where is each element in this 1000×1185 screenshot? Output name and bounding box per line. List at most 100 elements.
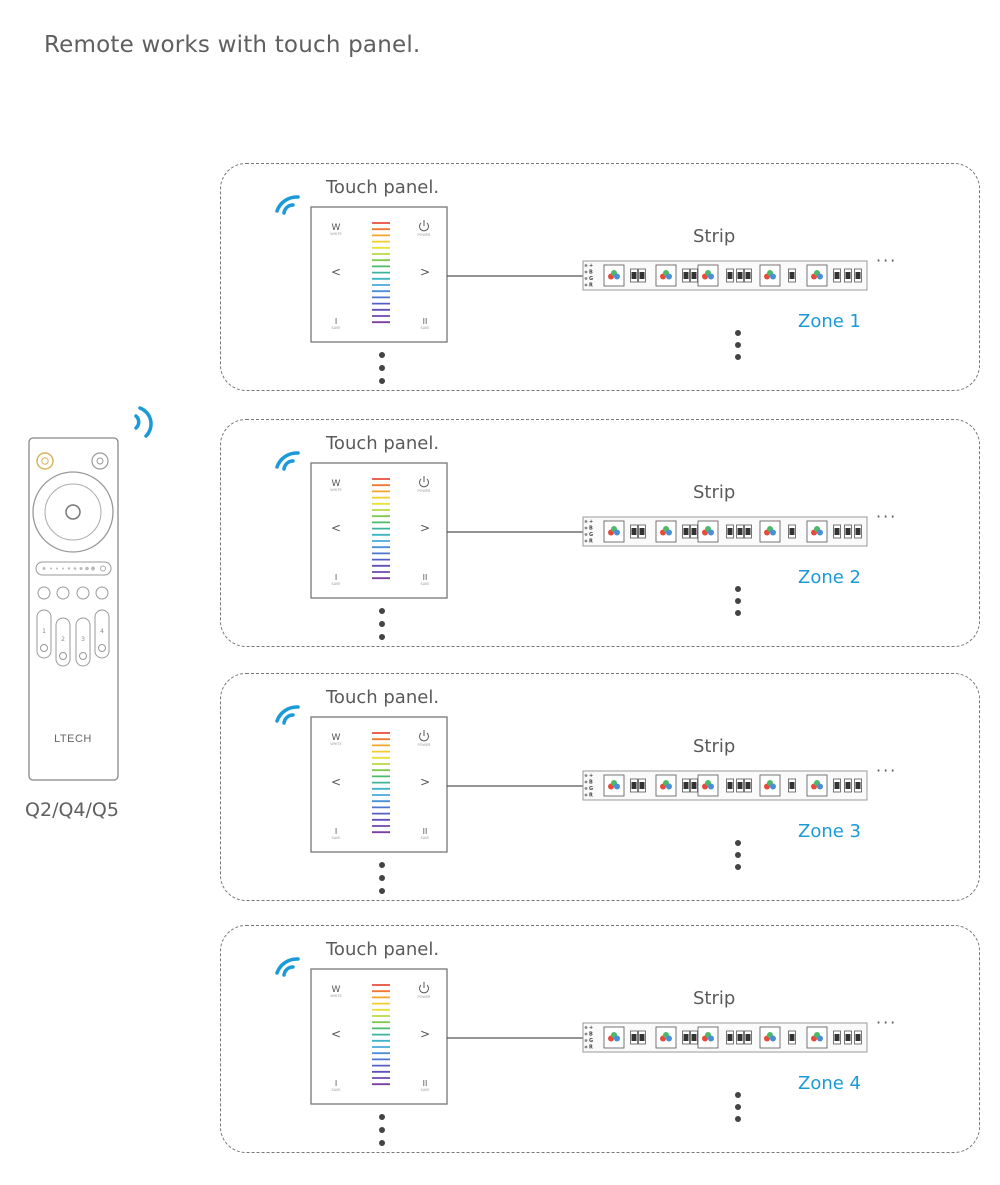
- svg-text:>: >: [420, 521, 430, 535]
- led-strip: +BGR: [582, 1022, 868, 1053]
- remote-brand: LTECH: [54, 733, 92, 745]
- zone-border: [220, 419, 980, 647]
- svg-text:>: >: [420, 265, 430, 279]
- brightness-slider: [35, 561, 112, 576]
- strip-pin-label: R: [589, 793, 593, 799]
- svg-text:WHITE: WHITE: [330, 488, 341, 492]
- svg-text:3: 3: [81, 636, 85, 643]
- wireless-signal-icon: [275, 195, 300, 215]
- svg-text:1: 1: [42, 628, 46, 635]
- strip-pin-label: +: [589, 773, 593, 779]
- strip-pin-label: +: [589, 1025, 593, 1031]
- svg-text:W: W: [332, 223, 341, 233]
- svg-text:POWER: POWER: [418, 995, 432, 999]
- svg-text:SAVE: SAVE: [331, 326, 340, 330]
- svg-text:I: I: [335, 827, 337, 836]
- touch-panel: W WHITE POWER < > I II SAVE SAVE: [310, 716, 448, 853]
- zone-box-4: W WHITE POWER < > I II SAVE SAVE: [220, 925, 980, 1153]
- more-panels-dots: [379, 352, 385, 384]
- mode-icon: [91, 452, 109, 470]
- zone-diagram: W WHITE POWER < > I II SAVE SAVE: [275, 705, 868, 894]
- svg-text:W: W: [332, 479, 341, 489]
- strip-label: Strip: [693, 226, 736, 247]
- strip-pin-label: R: [589, 539, 593, 545]
- svg-text:SAVE: SAVE: [420, 836, 429, 840]
- wireless-signal-icon: [275, 957, 300, 977]
- svg-text:W: W: [332, 733, 341, 743]
- svg-text:I: I: [335, 1079, 337, 1088]
- strip-continues-ellipsis: ···: [876, 1013, 898, 1032]
- zone-label: Zone 1: [798, 311, 861, 332]
- touch-panel-label: Touch panel.: [326, 177, 440, 198]
- page-heading: Remote works with touch panel.: [44, 32, 421, 58]
- more-strips-dots: [735, 330, 741, 360]
- svg-text:I: I: [335, 573, 337, 582]
- svg-text:SAVE: SAVE: [331, 582, 340, 586]
- strip-pin-label: B: [589, 1032, 593, 1038]
- strip-pin-label: B: [589, 780, 593, 786]
- strip-pin-label: B: [589, 526, 593, 532]
- strip-continues-ellipsis: ···: [876, 761, 898, 780]
- strip-pin-label: +: [589, 519, 593, 525]
- svg-text:>: >: [420, 1027, 430, 1041]
- remote-signal-icon: [134, 406, 153, 438]
- more-strips-dots: [735, 1092, 741, 1122]
- more-panels-dots: [379, 862, 385, 894]
- strip-pin-label: G: [589, 532, 593, 538]
- svg-text:SAVE: SAVE: [420, 1088, 429, 1092]
- more-panels-dots: [379, 608, 385, 640]
- touch-panel-label: Touch panel.: [326, 433, 440, 454]
- strip-pin-label: B: [589, 270, 593, 276]
- strip-pin-label: G: [589, 276, 593, 282]
- touch-panel: W WHITE POWER < > I II SAVE SAVE: [310, 968, 448, 1105]
- touch-panel: W WHITE POWER < > I II SAVE SAVE: [310, 206, 448, 343]
- led-strip: +BGR: [582, 770, 868, 801]
- center-button: [65, 504, 81, 520]
- svg-text:2: 2: [61, 636, 65, 643]
- svg-text:W: W: [332, 985, 341, 995]
- power-icon: [36, 452, 54, 470]
- strip-pin-label: R: [589, 1045, 593, 1051]
- zone-diagram: W WHITE POWER < > I II SAVE SAVE: [275, 195, 868, 384]
- strip-label: Strip: [693, 988, 736, 1009]
- svg-text:<: <: [331, 1027, 341, 1041]
- zone-label: Zone 4: [798, 1073, 861, 1094]
- power-icon: [419, 982, 429, 994]
- zone-border: [220, 163, 980, 391]
- svg-text:II: II: [423, 827, 428, 836]
- zone-box-3: W WHITE POWER < > I II SAVE SAVE: [220, 673, 980, 901]
- svg-text:<: <: [331, 265, 341, 279]
- svg-text:II: II: [423, 1079, 428, 1088]
- svg-text:SAVE: SAVE: [420, 582, 429, 586]
- svg-text:POWER: POWER: [418, 743, 432, 747]
- svg-text:POWER: POWER: [418, 233, 432, 237]
- strip-continues-ellipsis: ···: [876, 251, 898, 270]
- svg-text:WHITE: WHITE: [330, 742, 341, 746]
- svg-text:SAVE: SAVE: [420, 326, 429, 330]
- strip-label: Strip: [693, 482, 736, 503]
- touch-panel: W WHITE POWER < > I II SAVE SAVE: [310, 462, 448, 599]
- svg-text:<: <: [331, 775, 341, 789]
- strip-pin-label: G: [589, 1038, 593, 1044]
- power-icon: [419, 730, 429, 742]
- svg-text:4: 4: [100, 628, 104, 635]
- strip-continues-ellipsis: ···: [876, 507, 898, 526]
- svg-text:POWER: POWER: [418, 489, 432, 493]
- svg-text:>: >: [420, 775, 430, 789]
- wireless-signal-icon: [275, 705, 300, 725]
- power-icon: [419, 476, 429, 488]
- svg-text:II: II: [423, 573, 428, 582]
- more-panels-dots: [379, 1114, 385, 1146]
- more-strips-dots: [735, 586, 741, 616]
- zone-box-2: W WHITE POWER < > I II SAVE SAVE: [220, 419, 980, 647]
- svg-text:SAVE: SAVE: [331, 1088, 340, 1092]
- svg-text:WHITE: WHITE: [330, 994, 341, 998]
- more-strips-dots: [735, 840, 741, 870]
- svg-text:SAVE: SAVE: [331, 836, 340, 840]
- power-icon: [419, 220, 429, 232]
- led-strip: +BGR: [582, 516, 868, 547]
- svg-text:WHITE: WHITE: [330, 232, 341, 236]
- strip-pin-label: +: [589, 263, 593, 269]
- wireless-signal-icon: [275, 451, 300, 471]
